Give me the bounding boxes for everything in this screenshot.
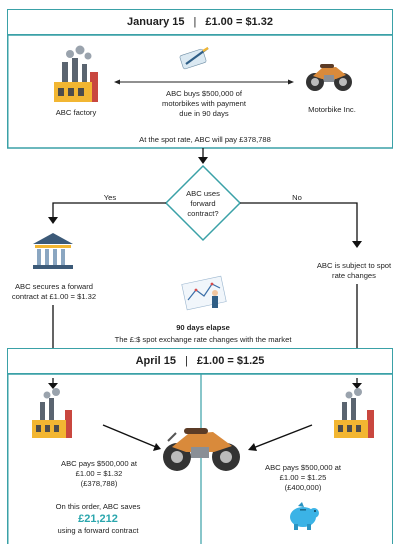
top-separator: | [193, 16, 197, 28]
no-branch-text: ABC is subject to spot rate changes [312, 261, 393, 281]
right-payment-text: ABC pays $500,000 at £1.00 = $1.25 (£400… [243, 463, 363, 493]
top-date-header: January 15 | £1.00 = $1.32 [7, 9, 393, 35]
decision-diamond [164, 164, 242, 242]
deal-line-3: due in 90 days [179, 109, 229, 118]
savings-line-1: On this order, ABC saves [55, 502, 141, 511]
no-branch-line-1: ABC is subject to spot [316, 261, 392, 270]
deal-line-2: motorbikes with payment [162, 99, 246, 108]
bottom-separator: | [184, 355, 188, 367]
right-payment-line-1: ABC pays $500,000 at [265, 463, 341, 472]
left-party-label: ABC factory [55, 108, 97, 117]
bottom-date: April 15 [135, 355, 176, 367]
arrow-to-decision [198, 157, 208, 164]
left-payment-line-2: £1.00 = $1.32 [75, 469, 123, 478]
savings-amount: £21,212 [78, 513, 118, 525]
no-branch-line-2: rate changes [332, 271, 376, 280]
savings-text: On this order, ABC saves £21,212 using a… [36, 502, 160, 536]
decision-line-1: ABC uses [186, 189, 220, 198]
yes-branch-text: ABC secures a forward contract at £1.00 … [6, 282, 102, 302]
top-rate: £1.00 = $1.32 [205, 16, 273, 28]
deal-line-1: ABC buys $500,000 of [166, 89, 242, 98]
yes-branch-line-1: ABC secures a forward [14, 282, 94, 291]
elapse-title: 90 days elapse [176, 323, 230, 332]
yes-branch-line-2: contract at £1.00 = $1.32 [11, 292, 97, 301]
decision-question: ABC uses forward contract? [178, 189, 228, 219]
left-payment-line-1: ABC pays $500,000 at [61, 459, 137, 468]
bottom-rate: £1.00 = $1.25 [196, 355, 265, 367]
deal-description: ABC buys $500,000 of motorbikes with pay… [145, 89, 263, 119]
right-payment-line-2: £1.00 = $1.25 [279, 473, 327, 482]
elapse-note: The £:$ spot exchange rate changes with … [114, 335, 292, 344]
no-label: No [292, 193, 302, 202]
left-payment-line-3: (£378,788) [80, 479, 118, 488]
no-line [240, 202, 358, 242]
left-payment-text: ABC pays $500,000 at £1.00 = $1.32 (£378… [40, 459, 158, 489]
left-pay-arrow [102, 424, 157, 448]
top-date: January 15 [127, 16, 185, 28]
spot-rate-note: At the spot rate, ABC will pay £378,788 [139, 135, 271, 144]
right-payment-line-3: (£400,000) [284, 483, 322, 492]
bottom-date-header: April 15 | £1.00 = $1.25 [7, 348, 393, 374]
decision-line-2: forward [190, 199, 216, 208]
right-party-label: Motorbike Inc. [308, 105, 356, 114]
yes-line [52, 202, 166, 218]
savings-line-3: using a forward contract [57, 526, 139, 535]
decision-line-3: contract? [187, 209, 219, 218]
yes-label: Yes [103, 193, 117, 202]
right-pay-arrow [252, 424, 313, 449]
